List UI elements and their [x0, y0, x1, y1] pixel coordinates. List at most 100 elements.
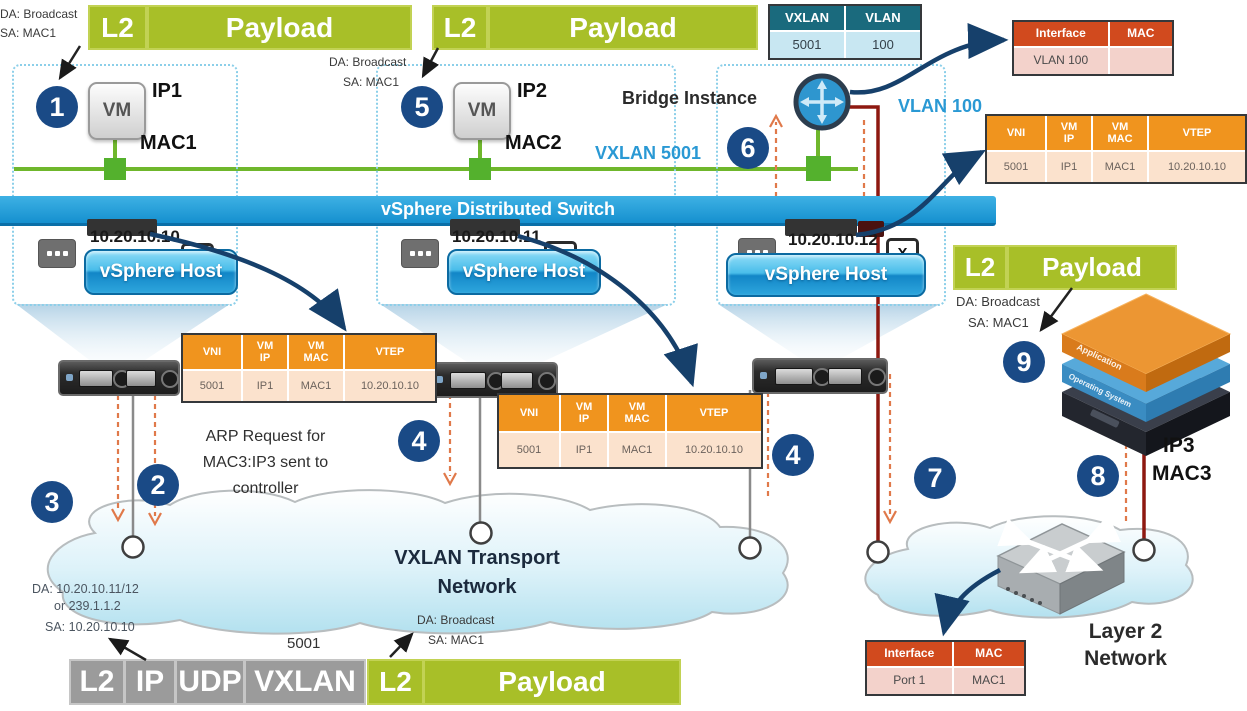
packet3-da-annotation: DA: Broadcast	[956, 294, 1040, 309]
host3-button: vSphere Host	[726, 253, 926, 297]
host1-button: vSphere Host	[84, 249, 238, 295]
host2-vmknic-icon	[401, 239, 439, 268]
packet1-payload-segment: Payload	[147, 5, 412, 50]
cloud-connector-vlan	[866, 540, 890, 564]
layer2-cloud	[864, 515, 1194, 619]
bridge-instance-label: Bridge Instance	[622, 88, 758, 108]
mac-col-header: MAC	[1109, 22, 1172, 46]
vni-col-header: VNI	[987, 116, 1045, 150]
vm-ip-cell: IP1	[1047, 152, 1091, 182]
arrow-switch-to-mac-table	[934, 567, 1002, 637]
interface-value-cell: VLAN 100	[1014, 48, 1108, 74]
server1-appliance	[58, 360, 180, 396]
packet4-inner-l2-segment: L2	[367, 659, 424, 705]
vxlan-value-cell: 5001	[770, 32, 844, 58]
step-marker-8: 8	[1077, 455, 1119, 497]
packet2-payload-segment: Payload	[488, 5, 758, 50]
packet1-sa-annotation: SA: MAC1	[0, 26, 57, 40]
vm-ip-cell: IP1	[243, 371, 287, 401]
vm-mac-col-header: VM MAC	[289, 335, 343, 369]
vni-col-header: VNI	[499, 395, 559, 431]
vxlan-col-header: VXLAN	[770, 6, 844, 30]
vm-mac-cell: MAC1	[289, 371, 343, 401]
cloud-connector-server	[1132, 538, 1156, 562]
packet4-ip-segment: IP	[124, 659, 176, 705]
packet3-payload-segment: Payload	[1007, 245, 1177, 290]
vm-mac-cell: MAC1	[609, 433, 665, 467]
transport-cloud-line2: Network	[437, 576, 517, 598]
host1-vmknic-icon	[38, 239, 76, 268]
vlan-100-label: VLAN 100	[898, 96, 983, 116]
packet4-da-annotation: DA: Broadcast	[417, 613, 495, 627]
vlan-value-cell: 100	[846, 32, 920, 58]
vm1-mac-label: MAC1	[140, 132, 197, 154]
arp-line1: ARP Request for	[205, 428, 326, 445]
outer-da-annotation: DA: 10.20.10.11/12	[32, 582, 139, 596]
vtep-table-host2: VNI VM IP VM MAC VTEP 5001 IP1 MAC1 10.2…	[497, 393, 763, 469]
layer2-cloud-line1: Layer 2	[1088, 620, 1163, 643]
bridge-mac-table: Interface MAC VLAN 100	[1012, 20, 1174, 76]
vtep-cell: 10.20.10.10	[345, 371, 435, 401]
transport-cloud-label: VXLAN Transport Network	[352, 544, 602, 602]
step-marker-9: 9	[1003, 341, 1045, 383]
step-marker-7: 7	[914, 457, 956, 499]
vni-cell: 5001	[499, 433, 559, 467]
packet4-udp-segment: UDP	[175, 659, 245, 705]
vm2-box: VM	[453, 82, 511, 140]
vm-ip-cell: IP1	[561, 433, 607, 467]
server-mac3-label: MAC3	[1152, 462, 1212, 485]
vni-col-header: VNI	[183, 335, 241, 369]
vtep-cell: 10.20.10.10	[1149, 152, 1245, 182]
vtep-cell: 10.20.10.10	[667, 433, 761, 467]
server-ip3-label: IP3	[1163, 434, 1195, 457]
step-marker-3: 3	[31, 481, 73, 523]
arrow-packet4-to-annotation	[389, 632, 414, 658]
bare-metal-server-stack: Application Operating System	[1060, 293, 1232, 456]
cloud-connector-host1	[121, 535, 145, 559]
vm1-box: VM	[88, 82, 146, 140]
host1-ip-label: 10.20.10.10	[90, 227, 180, 246]
transport-cloud-line1: VXLAN Transport	[394, 547, 560, 569]
flow-dashed-1-arrow	[111, 508, 125, 523]
step-marker-1: 1	[36, 86, 78, 128]
interface-col-header: Interface	[1014, 22, 1108, 46]
flow-dashed-2-arrow	[148, 512, 162, 527]
vtep-col-header: VTEP	[1149, 116, 1245, 150]
packet4-vxlan-segment: VXLAN	[244, 659, 366, 705]
vxlan-vlan-mapping-table: VXLAN VLAN 5001 100	[768, 4, 922, 60]
mac-col-header: MAC	[953, 642, 1024, 666]
step-marker-4a: 4	[398, 420, 440, 462]
flow-dashed-3-arrow	[443, 472, 457, 487]
vni-cell: 5001	[987, 152, 1045, 182]
arp-line2: MAC3:IP3 sent to	[202, 454, 329, 471]
packet2-da-annotation: DA: Broadcast	[329, 55, 407, 69]
packet3-sa-annotation: SA: MAC1	[968, 315, 1029, 330]
vm-mac-col-header: VM MAC	[609, 395, 665, 431]
vtep-table-right: VNI VM IP VM MAC VTEP 5001 IP1 MAC1 10.2…	[985, 114, 1247, 184]
vm2-ip-label: IP2	[517, 80, 548, 102]
cloud-connector-host3	[738, 536, 762, 560]
vxlan-5001-label: VXLAN 5001	[595, 143, 702, 163]
step-marker-5: 5	[401, 86, 443, 128]
vm-ip-col-header: VM IP	[561, 395, 607, 431]
arrow-annotation-to-packet4	[107, 637, 147, 662]
vtep-table-host1: VNI VM IP VM MAC VTEP 5001 IP1 MAC1 10.2…	[181, 333, 437, 403]
outer-da2-annotation: or 239.1.1.2	[54, 599, 121, 613]
host3-funnel-shadow	[718, 304, 940, 364]
flow-dashed-7-arrow	[883, 510, 897, 525]
step-marker-4b: 4	[772, 434, 814, 476]
server3-appliance	[752, 358, 888, 394]
layer2-cloud-label: Layer 2 Network	[1058, 618, 1193, 672]
vm1-ip-label: IP1	[152, 80, 183, 102]
step-marker-6: 6	[727, 127, 769, 169]
packet2-sa-annotation: SA: MAC1	[343, 75, 400, 89]
packet4-payload-segment: Payload	[423, 659, 681, 705]
host2-button: vSphere Host	[447, 249, 601, 295]
host2-vds-connector	[450, 219, 520, 236]
vtep-col-header: VTEP	[345, 335, 435, 369]
vm2-mac-label: MAC2	[505, 132, 562, 154]
host1-vds-connector	[87, 219, 157, 236]
os-layer-label: Operating System	[1067, 372, 1133, 410]
packet4-vni-label: 5001	[287, 635, 321, 652]
